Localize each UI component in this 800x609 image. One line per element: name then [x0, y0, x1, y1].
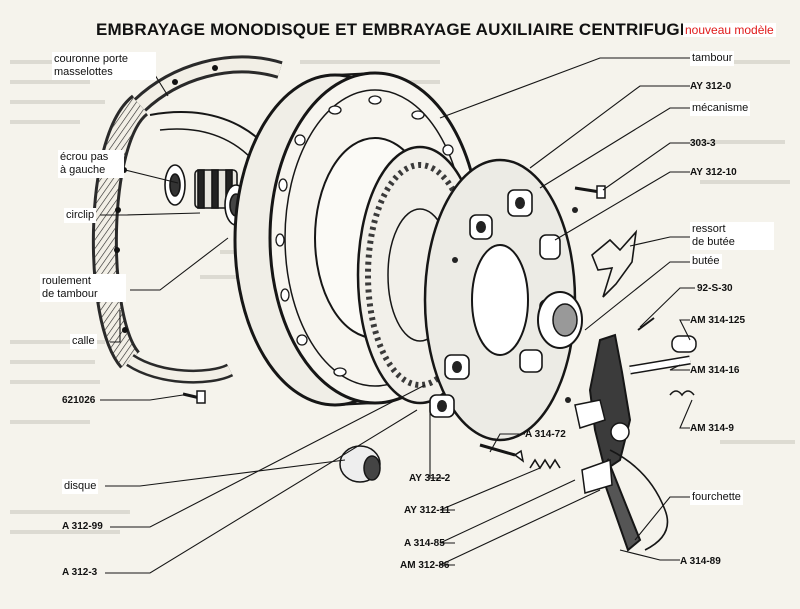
ressort-spring-part	[591, 229, 638, 298]
label-ay312-0: AY 312-0	[690, 81, 732, 92]
shaft-am314-16	[629, 355, 691, 375]
label-ay312-2: AY 312-2	[409, 473, 451, 484]
bolt-621026	[182, 390, 206, 404]
new-model-badge: nouveau modèle	[683, 23, 776, 37]
diagram-title: EMBRAYAGE MONODISQUE ET EMBRAYAGE AUXILI…	[96, 20, 692, 39]
label-303-3: 303-3	[690, 138, 716, 149]
leader-lines	[100, 57, 695, 574]
label-am314-125: AM 314-125	[690, 315, 746, 326]
sleeve-am314-125	[671, 335, 697, 353]
bolt-303-3	[574, 185, 606, 199]
mecanisme-plate-part	[423, 158, 583, 442]
label-am314-16: AM 314-16	[690, 365, 740, 376]
label-ay312-11: AY 312-11	[404, 505, 451, 516]
label-couronne: couronne porte masselottes	[52, 52, 156, 80]
label-a312-3: A 312-3	[62, 567, 98, 578]
label-ecrou: écrou pas à gauche	[58, 150, 124, 178]
spring-ay312-11	[529, 458, 561, 470]
label-tambour: tambour	[690, 51, 735, 66]
label-mecanisme: mécanisme	[690, 101, 751, 116]
label-disque: disque	[62, 479, 99, 494]
label-a314-89: A 314-89	[680, 556, 721, 567]
bolt-a314-72	[479, 443, 525, 463]
label-ay312-10: AY 312-10	[690, 167, 737, 178]
couronne-ring-part	[91, 55, 305, 384]
label-621026: 621026	[62, 395, 96, 406]
label-circlip: circlip	[64, 208, 97, 223]
pin-92-s-30	[637, 317, 655, 331]
label-calle: calle	[70, 334, 97, 349]
label-92-s-30: 92-S-30	[697, 283, 733, 294]
label-a314-72: A 314-72	[525, 429, 566, 440]
label-a314-85: A 314-85	[404, 538, 445, 549]
label-am312-86: AM 312-86	[400, 560, 450, 571]
spring-am314-9	[669, 390, 695, 397]
label-fourchette: fourchette	[690, 490, 743, 505]
label-am314-9: AM 314-9	[690, 423, 734, 434]
label-a312-99: A 312-99	[62, 521, 103, 532]
label-ressort: ressort de butée	[690, 222, 774, 250]
label-butee: butée	[690, 254, 722, 269]
small-parts	[182, 185, 697, 483]
label-roulement: roulement de tambour	[40, 274, 126, 302]
fourchette-fork-part	[574, 333, 669, 552]
roller-a312-99	[339, 445, 381, 483]
